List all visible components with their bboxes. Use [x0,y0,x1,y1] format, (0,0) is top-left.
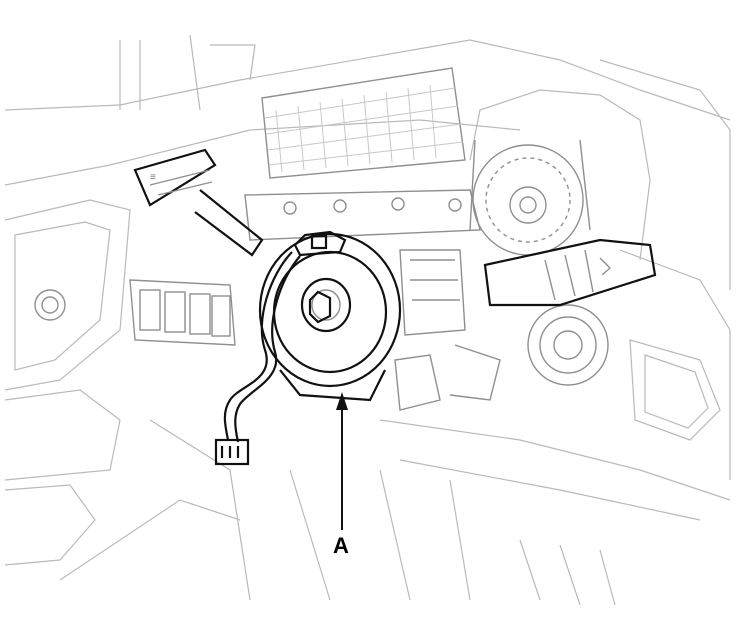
callout-label-a: A [333,533,349,558]
center-panel [244,189,481,241]
harness-connector [214,438,250,466]
svg-text:≡: ≡ [150,172,156,183]
ignition-knob [527,304,609,386]
instrument-gauge [469,139,591,256]
left-switch-block [34,279,236,346]
left-lever: ≡ [133,148,264,257]
dashboard-outline [4,34,731,606]
clock-spring [258,230,402,402]
right-lever [483,238,657,307]
center-air-vent [261,67,466,179]
harness-wire [214,251,301,466]
callout-leader [336,392,348,530]
wiring-bracket [394,249,501,411]
